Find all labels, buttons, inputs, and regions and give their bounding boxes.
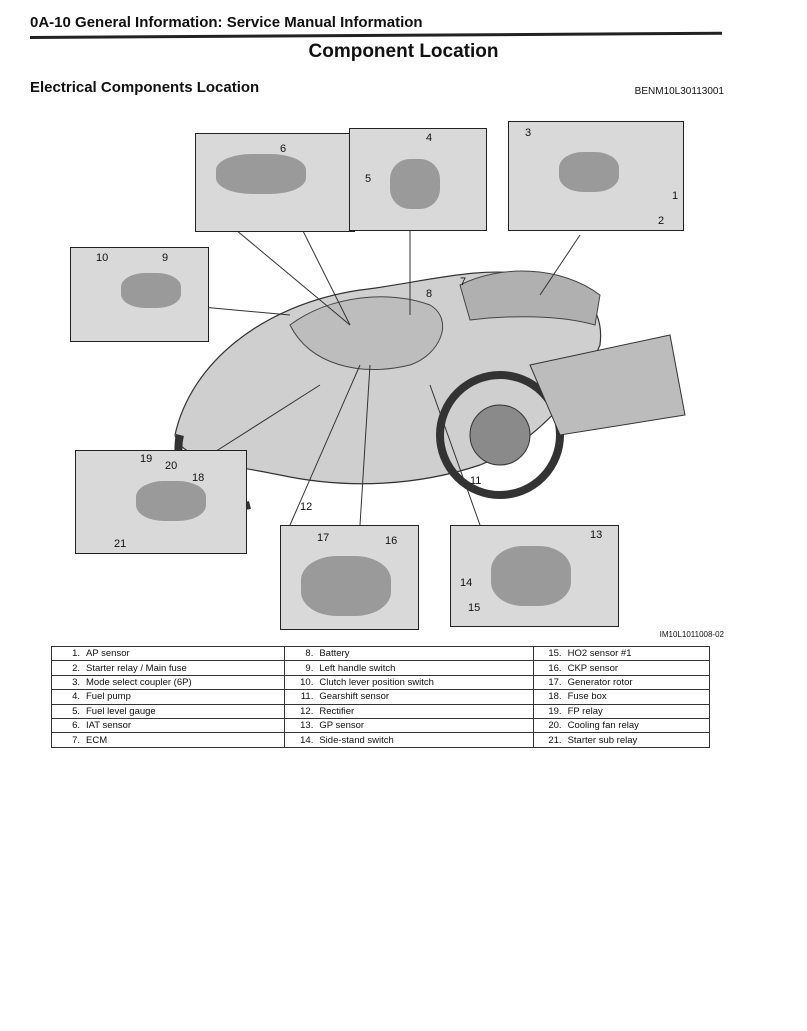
callout-3: 3 xyxy=(525,127,532,139)
legend-label: Rectifier xyxy=(319,705,355,717)
legend-label: CKP sensor xyxy=(567,662,619,674)
legend-label: Side-stand switch xyxy=(319,734,394,746)
callout-11: 11 xyxy=(470,475,482,487)
figure-code: IM10L1011008-02 xyxy=(659,630,724,639)
table-row: 1.AP sensor 8.Battery 15.HO2 sensor #1 xyxy=(50,645,711,662)
legend-label: Starter sub relay xyxy=(567,734,638,746)
inset-iat-sensor xyxy=(195,133,355,232)
legend-label: Starter relay / Main fuse xyxy=(86,662,187,674)
callout-6: 6 xyxy=(280,143,287,155)
table-row: 4.Fuel pump 11.Gearshift sensor 18.Fuse … xyxy=(50,689,711,705)
legend-label: Fuel level gauge xyxy=(86,705,156,717)
table-row: 3.Mode select coupler (6P) 10.Clutch lev… xyxy=(50,674,711,691)
callout-19: 19 xyxy=(140,453,153,465)
table-row: 2.Starter relay / Main fuse 9.Left handl… xyxy=(50,660,711,676)
callout-4: 4 xyxy=(426,132,433,144)
legend-label: Fuse box xyxy=(567,691,607,703)
legend-label: Mode select coupler (6P) xyxy=(86,676,192,688)
component-legend-table: 1.AP sensor 8.Battery 15.HO2 sensor #1 2… xyxy=(50,645,711,748)
legend-label: Cooling fan relay xyxy=(567,720,639,732)
legend-label: AP sensor xyxy=(86,648,130,660)
callout-7: 7 xyxy=(460,276,467,288)
callout-20: 20 xyxy=(165,460,178,472)
inset-ap-sensor xyxy=(508,121,684,231)
legend-label: Clutch lever position switch xyxy=(319,676,434,688)
callout-2: 2 xyxy=(658,215,665,227)
legend-label: ECM xyxy=(86,734,108,746)
section-code: BENM10L30113001 xyxy=(634,86,724,97)
motorcycle-component-figure: 1 2 3 4 5 6 7 8 9 10 11 12 13 14 15 16 1… xyxy=(60,115,720,630)
page-section-heading: 0A-10 General Information: Service Manua… xyxy=(30,14,423,31)
table-row: 5.Fuel level gauge 12.Rectifier 19.FP re… xyxy=(50,703,711,719)
inset-fuse-box xyxy=(75,450,247,554)
callout-12: 12 xyxy=(300,501,313,513)
callout-16: 16 xyxy=(385,535,398,547)
table-row: 7.ECM 14.Side-stand switch 21.Starter su… xyxy=(50,732,711,748)
callout-5: 5 xyxy=(365,173,372,185)
inset-fuel-pump xyxy=(349,128,487,231)
legend-label: FP relay xyxy=(567,705,603,717)
legend-label: IAT sensor xyxy=(86,720,132,732)
table-row: 6.IAT sensor 13.GP sensor 20.Cooling fan… xyxy=(50,717,711,734)
callout-15: 15 xyxy=(468,602,481,614)
legend-label: GP sensor xyxy=(319,720,365,732)
inset-handle-switch xyxy=(70,247,209,342)
callout-21: 21 xyxy=(114,538,127,550)
callout-8: 8 xyxy=(426,288,433,300)
legend-label: Left handle switch xyxy=(319,662,396,674)
inset-generator xyxy=(280,525,419,630)
motorcycle-illustration xyxy=(174,224,686,526)
callout-13: 13 xyxy=(590,529,603,541)
callout-14: 14 xyxy=(460,577,473,589)
callout-10: 10 xyxy=(96,252,109,264)
legend-label: Fuel pump xyxy=(86,691,131,703)
callout-9: 9 xyxy=(162,252,169,264)
legend-label: Generator rotor xyxy=(567,676,633,688)
page-title: Component Location xyxy=(308,41,499,62)
inset-gp-sensor xyxy=(450,525,619,627)
header-rule xyxy=(29,31,722,39)
callout-18: 18 xyxy=(192,472,205,484)
page-header: 0A-10 General Information: Service Manua… xyxy=(29,8,722,39)
section-title: Electrical Components Location xyxy=(30,79,260,96)
legend-label: Gearshift sensor xyxy=(319,691,390,703)
legend-label: Battery xyxy=(319,648,350,660)
legend-label: HO2 sensor #1 xyxy=(567,648,632,660)
callout-1: 1 xyxy=(672,190,679,202)
callout-17: 17 xyxy=(317,532,330,544)
